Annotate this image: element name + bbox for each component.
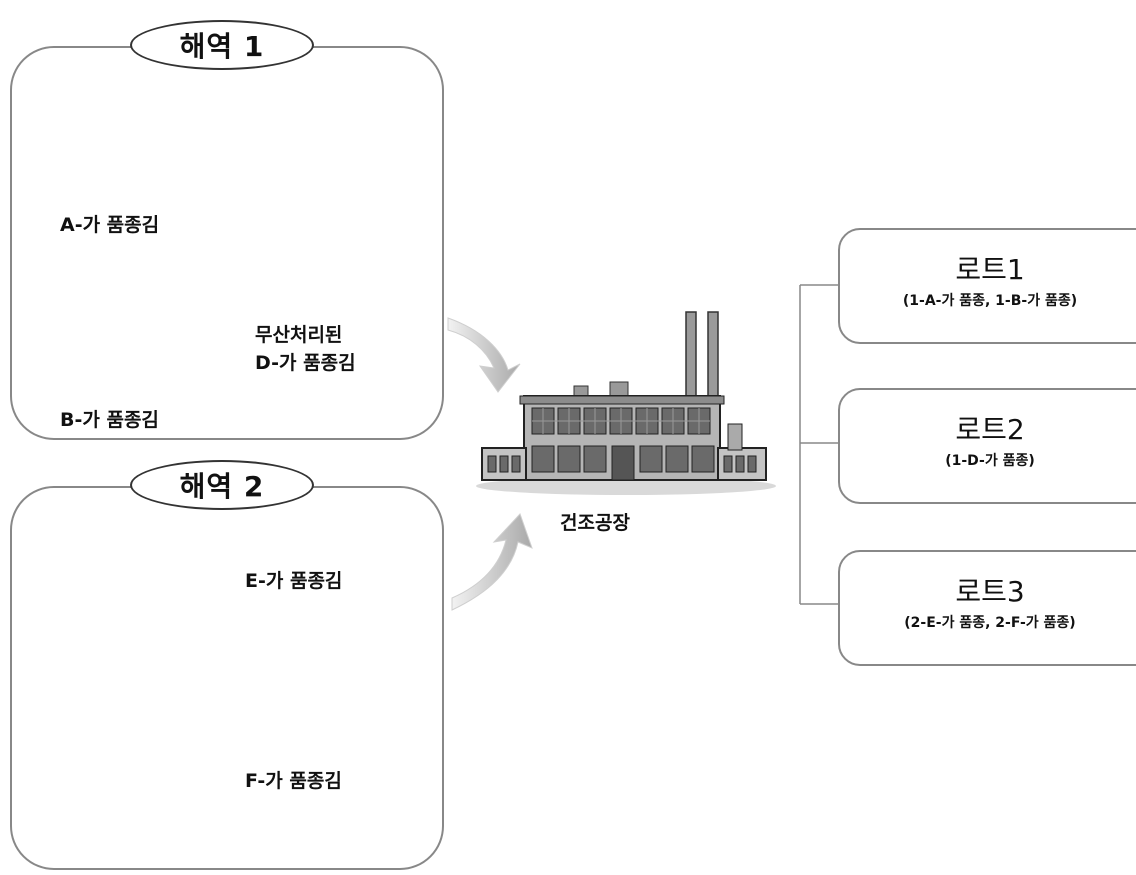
lot-2-title: 로트2 <box>955 413 1025 446</box>
pile-label-f: F-가 품종김 <box>245 770 342 792</box>
pile-label-d-line1: 무산처리된 <box>255 324 343 346</box>
region-1-title: 해역 1 <box>130 20 314 70</box>
lot-connector <box>799 284 838 605</box>
lot-1-box: 로트1 (1-A-가 품종, 1-B-가 품종) <box>838 228 1136 344</box>
lot-3-title: 로트3 <box>955 575 1025 608</box>
pile-label-b: B-가 품종김 <box>60 409 159 431</box>
factory-label: 건조공장 <box>560 512 630 534</box>
lot-2-box: 로트2 (1-D-가 품종) <box>838 388 1136 504</box>
arrow-region2-to-factory <box>451 513 533 611</box>
lot-2-detail: (1-D-가 품종) <box>945 453 1035 469</box>
lot-3-box: 로트3 (2-E-가 품종, 2-F-가 품종) <box>838 550 1136 666</box>
arrow-region1-to-factory <box>447 317 521 393</box>
lot-3-detail: (2-E-가 품종, 2-F-가 품종) <box>904 615 1076 631</box>
pile-label-e: E-가 품종김 <box>245 570 343 592</box>
region-2-title: 해역 2 <box>130 460 314 510</box>
lot-1-detail: (1-A-가 품종, 1-B-가 품종) <box>902 293 1078 309</box>
pile-label-a: A-가 품종김 <box>60 214 160 236</box>
region-2-box <box>10 486 444 870</box>
lot-1-title: 로트1 <box>955 253 1025 286</box>
factory-icon <box>476 311 776 495</box>
region-1-box <box>10 46 444 440</box>
pile-label-d-line2: D-가 품종김 <box>255 352 356 374</box>
